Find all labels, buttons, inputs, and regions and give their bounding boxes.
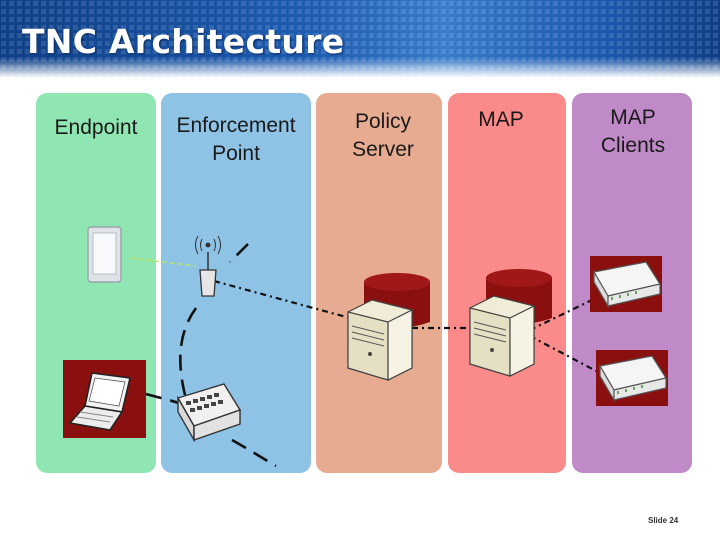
map-clients-label: MAP Clients — [600, 106, 666, 157]
switch-downlink — [231, 438, 277, 468]
ap-to-policy-server-link — [213, 279, 351, 320]
map-server-icon — [469, 269, 552, 377]
map-client-device-icon — [596, 350, 668, 406]
laptop-icon — [63, 360, 146, 438]
ap-to-switch-link — [179, 243, 249, 396]
policy-server-label: Policy Server — [352, 110, 414, 161]
laptop-to-switch-link — [145, 392, 183, 406]
slide-number: Slide 24 — [648, 516, 679, 525]
map-to-client2-link — [529, 335, 599, 373]
pda-wireless-link — [129, 257, 197, 267]
title-bar: TNC Architecture — [0, 0, 720, 78]
map-label: MAP — [478, 108, 524, 131]
map-to-client1-link — [529, 299, 593, 331]
wireless-access-point-icon — [195, 235, 221, 297]
map-client-device-icon — [590, 256, 662, 312]
network-switch-icon — [176, 383, 242, 443]
pda-icon — [87, 226, 122, 283]
policy-server-icon — [347, 273, 430, 381]
endpoint-label: Endpoint — [54, 116, 138, 139]
enforcement-point-label: Enforcement Point — [176, 114, 296, 165]
connection-lines — [129, 243, 599, 468]
slide-title: TNC Architecture — [22, 22, 345, 61]
